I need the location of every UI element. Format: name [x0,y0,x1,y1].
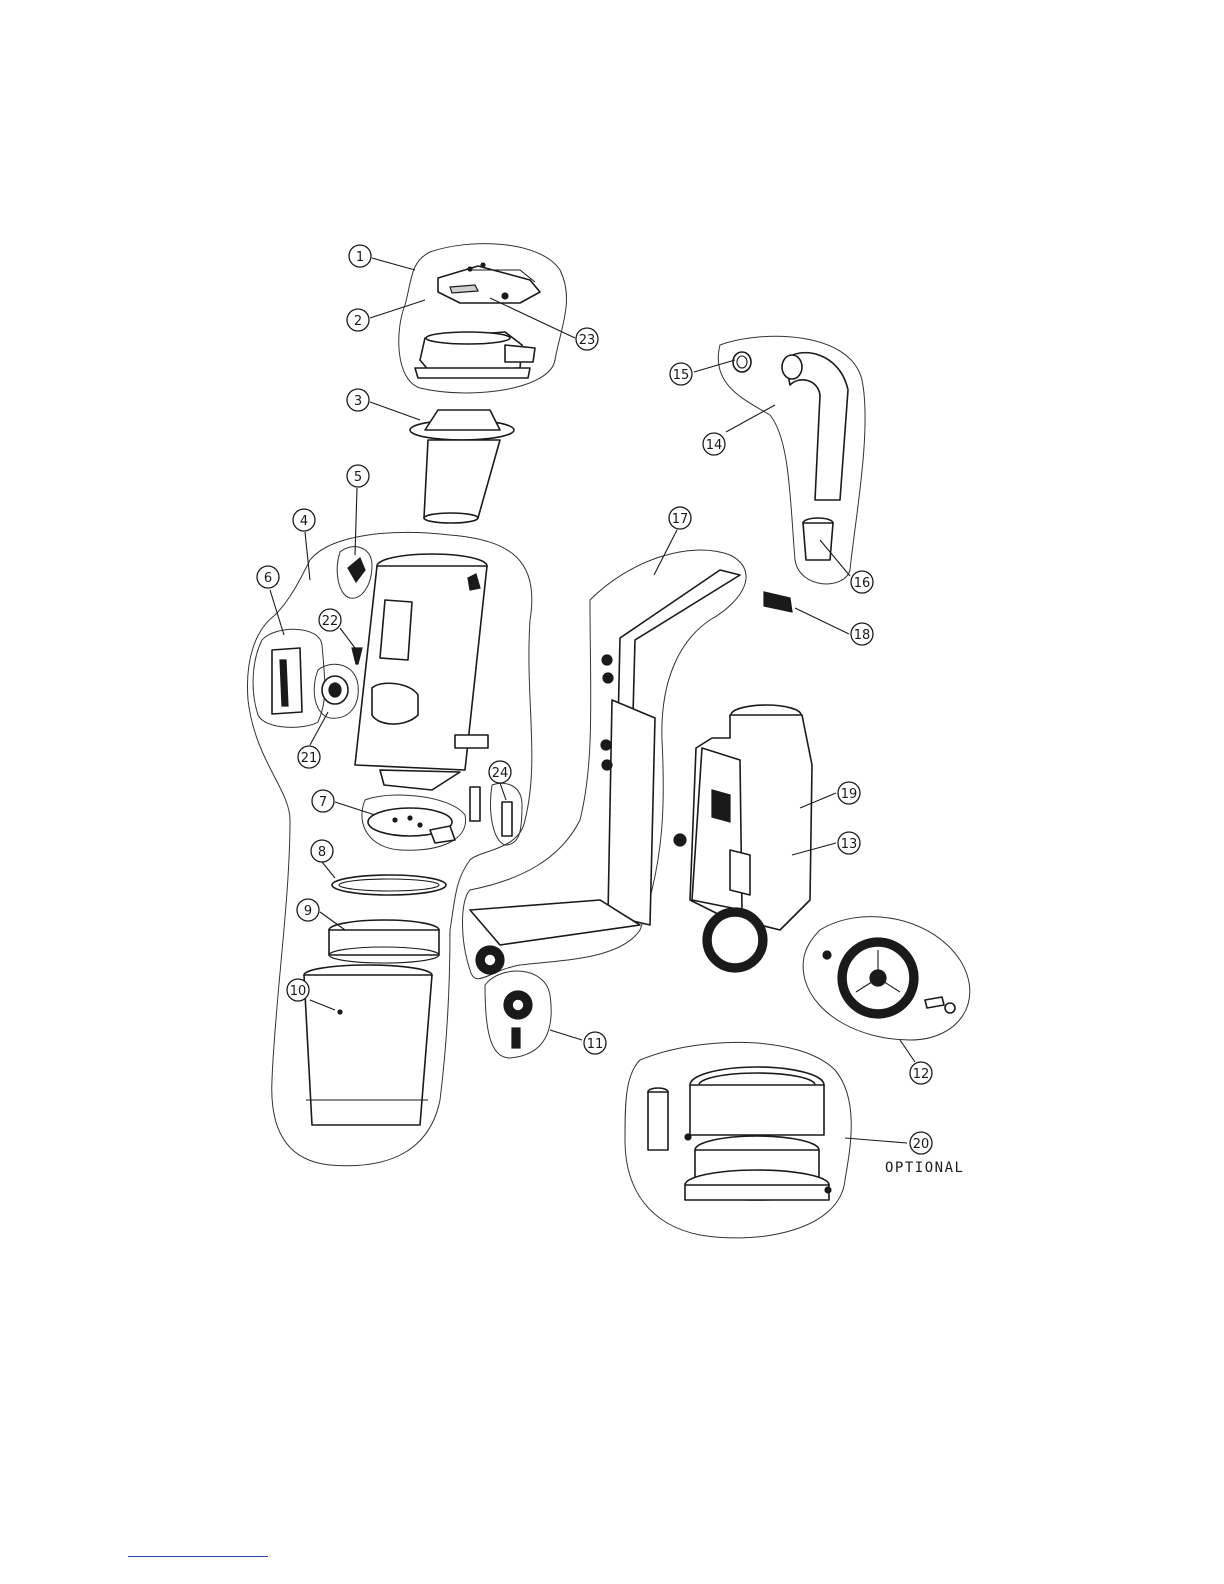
callout-24-label: 24 [492,766,509,781]
callout-17-label: 17 [672,512,689,527]
leader-3 [370,402,420,420]
callout-9: 9 [297,899,319,921]
part-screw [352,648,362,664]
part-collar [329,920,439,963]
leader-5 [355,488,357,555]
part-hose [782,353,848,500]
callout-20-label: 20 [913,1137,930,1152]
callout-2: 2 [347,309,369,331]
callout-11-label: 11 [587,1037,604,1052]
part-caster-wheel [504,991,532,1048]
callout-17: 17 [669,507,691,529]
callout-24: 24 [489,761,511,783]
callout-10: 10 [287,979,309,1001]
part-cone-filter [410,410,514,523]
callout-20: 20 [910,1132,932,1154]
callout-4-label: 4 [300,514,308,529]
leader-4 [305,532,310,580]
callout-22: 22 [319,609,341,631]
part-filter-plate [368,808,455,843]
callout-13: 13 [838,832,860,854]
callout-5: 5 [347,465,369,487]
callout-10-label: 10 [290,984,307,999]
callout-11: 11 [584,1032,606,1054]
callout-19: 19 [838,782,860,804]
leader-2 [370,300,425,318]
leader-7 [335,802,375,815]
optional-note: OPTIONAL [885,1160,964,1176]
part-main-body [355,554,488,790]
part-clip [348,558,365,582]
part-ring-clamp [332,875,446,895]
callout-18: 18 [851,623,873,645]
callout-12-label: 12 [913,1067,930,1082]
callout-15: 15 [670,363,692,385]
part-inlet-connector [322,676,348,704]
part-rear-wheel [823,938,955,1018]
leader-11 [550,1030,582,1040]
callout-16: 16 [851,571,873,593]
callout-8-label: 8 [318,845,326,860]
callout-14: 14 [703,433,725,455]
callout-21-label: 21 [301,751,318,766]
callout-6-label: 6 [264,571,272,586]
callout-13-label: 13 [841,837,858,852]
callout-15-label: 15 [673,368,690,383]
part-hose-adapter [803,518,833,560]
callout-7-label: 7 [319,795,327,810]
part-hose-clamp [733,352,751,372]
callout-14-label: 14 [706,438,723,453]
leader-17 [654,530,677,575]
callout-21: 21 [298,746,320,768]
callout-5-label: 5 [354,470,362,485]
callout-16-label: 16 [854,576,871,591]
leader-15 [694,360,735,372]
part-lid-housing [415,332,535,378]
leader-12 [900,1040,915,1062]
callout-23-label: 23 [579,333,596,348]
callout-2-label: 2 [354,314,362,329]
callout-7: 7 [312,790,334,812]
part-bolt [764,592,792,612]
callout-1: 1 [349,245,371,267]
leader-18 [795,608,849,634]
part-side-handle [272,648,302,714]
callout-6: 6 [257,566,279,588]
callout-3: 3 [347,389,369,411]
leader-21 [310,712,328,745]
leader-22 [340,628,355,648]
callout-8: 8 [311,840,333,862]
callout-3-label: 3 [354,394,362,409]
leader-24 [500,783,506,800]
leader-20 [845,1138,907,1143]
callout-18-label: 18 [854,628,871,643]
part-dust-container [304,965,432,1125]
callout-19-label: 19 [841,787,858,802]
callout-22-label: 22 [322,614,339,629]
callout-23: 23 [576,328,598,350]
callout-12: 12 [910,1062,932,1084]
part-optional-separator [648,1067,831,1200]
footer-link-underline[interactable] [128,1556,268,1557]
part-lid-cover [438,263,540,303]
callout-4: 4 [293,509,315,531]
part-motor-housing [674,705,812,972]
callout-1-label: 1 [356,250,364,265]
leader-14 [726,405,775,432]
leader-1 [372,258,415,270]
leader-6 [270,590,284,635]
leader-8 [322,862,335,878]
callout-9-label: 9 [304,904,312,919]
